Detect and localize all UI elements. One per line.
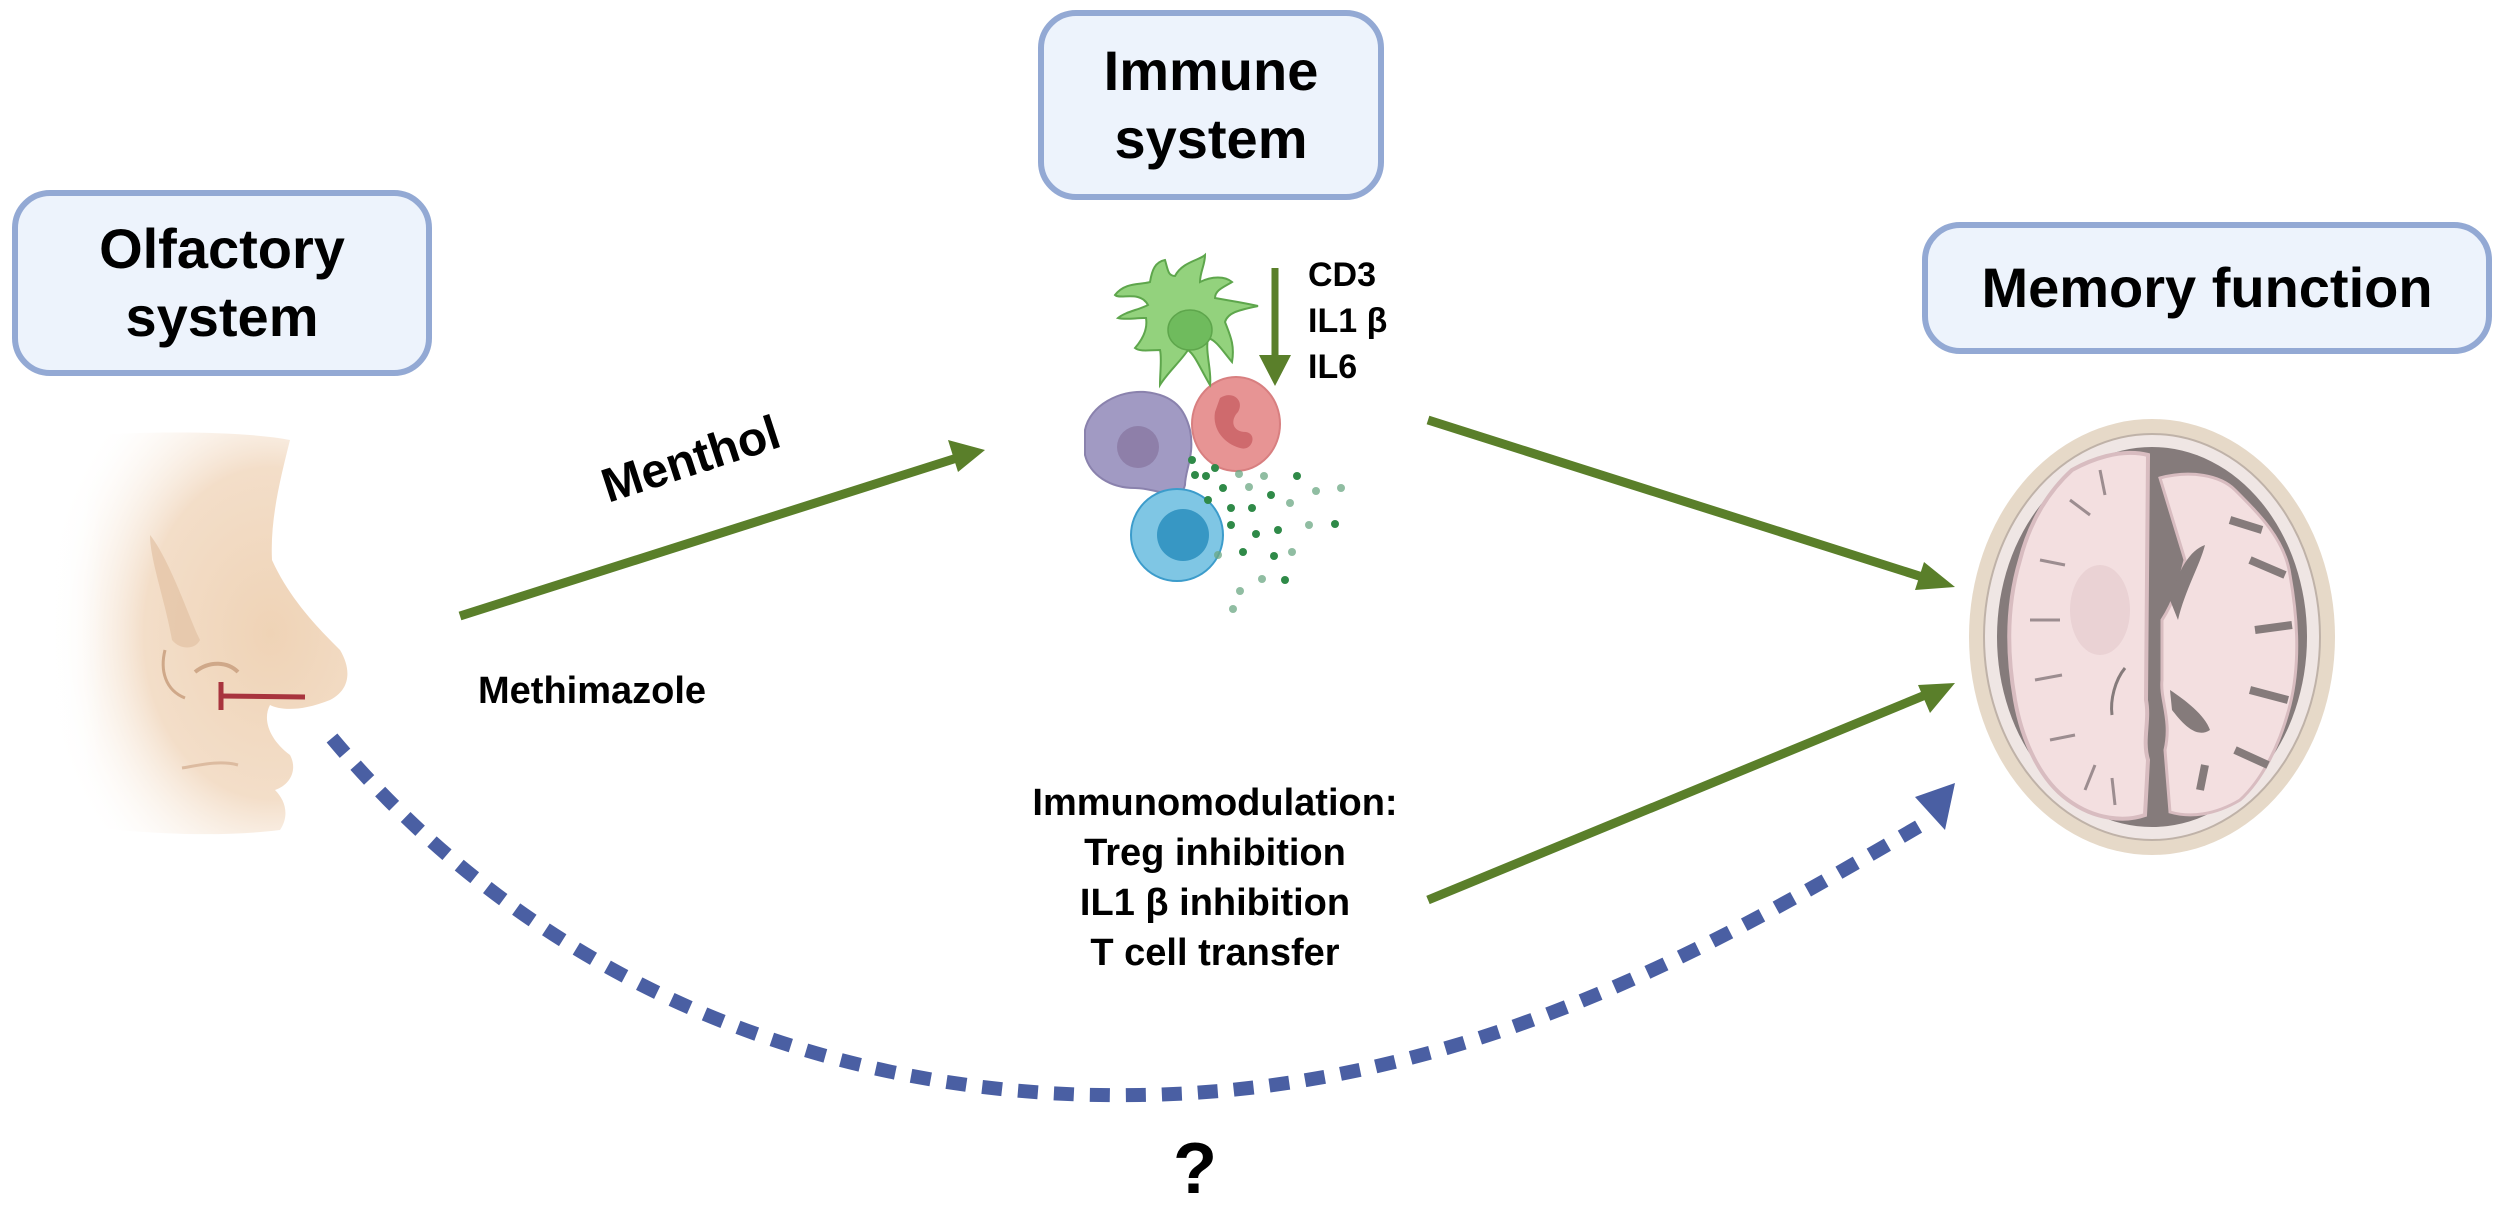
treg-inhibition-label: Treg inhibition xyxy=(1084,832,1346,874)
nose-profile-icon xyxy=(40,430,348,835)
marker-cd3: CD3 xyxy=(1308,256,1377,294)
t-cell-transfer-label: T cell transfer xyxy=(1090,932,1340,974)
immunomodulation-list: Immunomodulation: Treg inhibition IL1 β … xyxy=(1010,778,1420,978)
il1b-inhibition-label: IL1 β inhibition xyxy=(1079,882,1351,924)
unknown-pathway-arrow xyxy=(326,733,1955,1103)
immune-to-memory-arrow xyxy=(1426,415,1955,590)
brain-axial-section-icon xyxy=(1969,419,2335,855)
inhibition-bar xyxy=(218,682,306,710)
unknown-pathway-question-mark: ? xyxy=(1173,1129,1217,1209)
olfactory-system-box: Olfactory system xyxy=(12,190,432,376)
methimazole-label: Methimazole xyxy=(478,670,707,712)
menthol-arrow xyxy=(458,440,985,621)
immune-cells-icon xyxy=(1084,252,1345,613)
immune-title-line1: Immune xyxy=(1103,39,1319,102)
olfactory-title-line1: Olfactory xyxy=(99,217,345,280)
immune-system-box: Immune system xyxy=(1038,10,1384,200)
memory-title: Memory function xyxy=(1981,256,2433,319)
immune-title-line2: system xyxy=(1114,107,1308,170)
marker-il6: IL6 xyxy=(1308,348,1358,386)
marker-il1b: IL1 β xyxy=(1308,302,1388,340)
marker-list: CD3 IL1 β IL6 xyxy=(1308,252,1387,390)
immunomodulation-to-memory-arrow xyxy=(1426,683,1955,905)
decrease-arrow xyxy=(1259,268,1291,386)
immunomodulation-heading: Immunomodulation: xyxy=(1032,782,1398,824)
memory-function-box: Memory function xyxy=(1922,222,2492,354)
olfactory-title-line2: system xyxy=(125,285,319,348)
